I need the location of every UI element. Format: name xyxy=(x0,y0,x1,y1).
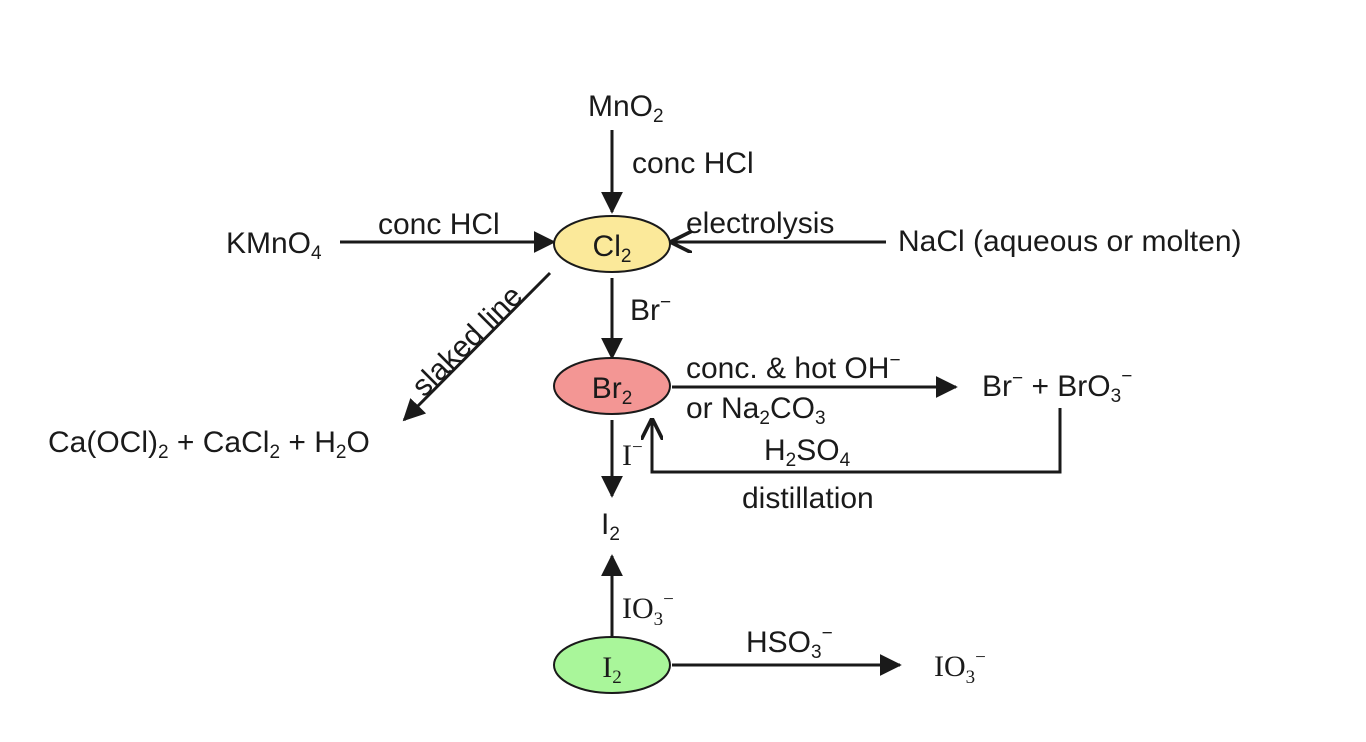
node-i2-bottom: I2 xyxy=(553,636,671,694)
cl2-label: Cl2 xyxy=(593,230,632,267)
species-i2: I2 xyxy=(601,508,620,545)
label-h2so4: H2SO4 xyxy=(764,434,851,471)
label-electrolysis: electrolysis xyxy=(686,207,834,240)
species-bromide-bromate: Br− + BrO3− xyxy=(982,366,1132,407)
arrow-bromate-to-br2 xyxy=(652,408,1062,474)
label-distillation: distillation xyxy=(742,482,874,515)
label-na2co3: or Na2CO3 xyxy=(686,392,826,429)
species-kmno4: KMnO4 xyxy=(226,227,322,264)
br2-ellipse xyxy=(553,357,671,415)
i2-bottom-label: I2 xyxy=(602,651,622,688)
node-br2: Br2 xyxy=(553,357,671,415)
br2-label: Br2 xyxy=(592,372,633,409)
label-i-minus: I− xyxy=(622,437,643,472)
species-nacl: NaCl (aqueous or molten) xyxy=(898,225,1242,258)
cl2-ellipse xyxy=(553,215,671,273)
label-conc-hcl-left: conc HCl xyxy=(378,208,500,241)
species-hypochlorite-products: Ca(OCl)2 + CaCl2 + H2O xyxy=(48,426,370,463)
label-io3: IO3− xyxy=(622,589,674,630)
label-hso3: HSO3− xyxy=(746,623,833,663)
i2-ellipse xyxy=(553,636,671,694)
species-mno2: MnO2 xyxy=(588,90,664,127)
node-cl2: Cl2 xyxy=(553,215,671,273)
species-iodate: IO3− xyxy=(934,647,986,688)
arrow-cl2-to-hypochlorite xyxy=(402,271,552,422)
label-slaked-line: slaked line xyxy=(406,279,530,403)
label-br-minus: Br− xyxy=(630,292,671,327)
label-conc-hcl-top: conc HCl xyxy=(632,147,754,180)
label-hot-oh: conc. & hot OH− xyxy=(686,350,901,385)
